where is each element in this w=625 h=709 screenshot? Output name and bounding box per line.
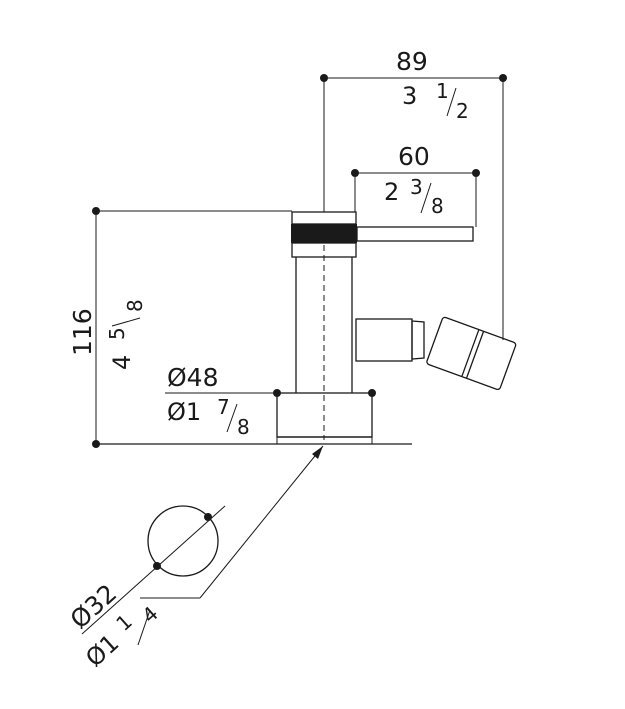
- dim-point: [273, 389, 281, 397]
- handle-lever: [356, 226, 474, 242]
- dim-height-inch-den: 8: [123, 299, 147, 312]
- dim-base-mm: Ø48: [167, 363, 219, 392]
- dim-height-mm: 116: [68, 308, 97, 356]
- dim-reach-inch-whole: 2: [384, 178, 399, 206]
- dim-width-mm: 89: [396, 47, 428, 76]
- dim-hole-inch-den: 4: [137, 601, 163, 627]
- frac-slash: [111, 317, 141, 327]
- dim-reach-inch-den: 8: [431, 194, 444, 218]
- dim-width-total: 89 3 1 2: [320, 47, 507, 340]
- spout-arm: [355, 318, 413, 362]
- frac-slash: [226, 403, 238, 433]
- dim-height: 116 4 5 8: [68, 207, 292, 448]
- leader-diagonal: [199, 445, 324, 599]
- dim-base-inch-whole: Ø1: [167, 398, 201, 426]
- dim-hole-diameter: Ø32 Ø1 1 4: [65, 445, 324, 673]
- dim-reach-mm: 60: [398, 142, 430, 171]
- dim-width-inch-den: 2: [456, 99, 469, 123]
- dim-point: [320, 74, 328, 82]
- dim-point: [351, 169, 359, 177]
- dim-base-inch-den: 8: [237, 415, 250, 439]
- dim-width-inch-num: 1: [436, 79, 449, 103]
- dim-height-inch-whole: 4: [108, 355, 136, 370]
- dim-hole-line: [81, 505, 226, 635]
- dim-spout-reach: 60 2 3 8: [351, 142, 480, 227]
- dim-point: [204, 513, 212, 521]
- dim-point: [92, 440, 100, 448]
- handle-band: [291, 224, 357, 243]
- dim-point: [153, 562, 161, 570]
- frac-slash: [420, 182, 432, 214]
- dim-hole-mm: Ø32: [65, 578, 123, 634]
- faucet-outline: [95, 211, 517, 445]
- mounting-hole-circle: [147, 505, 219, 577]
- top-cap: [291, 211, 357, 225]
- dim-hole-inch-whole: Ø1: [80, 629, 124, 673]
- dim-base-inch-num: 7: [217, 395, 230, 419]
- dim-hole-inch-num: 1: [111, 609, 137, 635]
- dim-point: [472, 169, 480, 177]
- dim-width-inch-whole: 3: [402, 82, 417, 110]
- dim-base-diameter: Ø48 Ø1 7 8: [165, 363, 376, 439]
- leader-arrowhead: [312, 446, 323, 459]
- frac-slash: [446, 87, 457, 117]
- dim-point: [368, 389, 376, 397]
- dim-point: [92, 207, 100, 215]
- spout-head: [426, 316, 517, 391]
- dim-reach-inch-num: 3: [410, 175, 423, 199]
- dim-point: [499, 74, 507, 82]
- dim-height-inch-num: 5: [105, 327, 129, 340]
- spout-joint: [411, 320, 425, 360]
- frac-slash: [137, 609, 151, 646]
